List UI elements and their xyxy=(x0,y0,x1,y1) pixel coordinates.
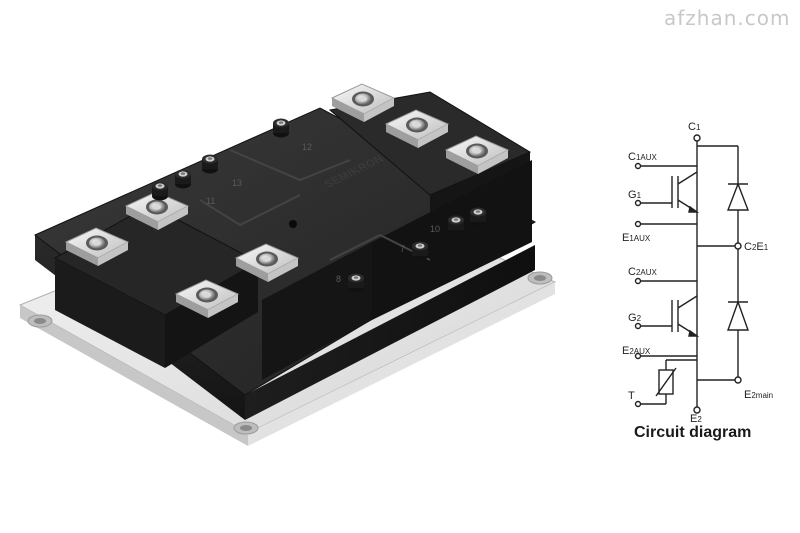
pin-label-t: T xyxy=(628,390,635,402)
pin-label-g2: G2 xyxy=(628,312,642,324)
terminal-number: 10 xyxy=(430,224,440,234)
pin-label-g1: G1 xyxy=(628,189,642,201)
aux-pin xyxy=(152,181,168,201)
igbt-lower xyxy=(638,280,700,357)
aux-pin xyxy=(273,118,289,138)
terminal-number: 11 xyxy=(206,196,215,206)
igbt-upper xyxy=(638,165,700,225)
pin-nodes xyxy=(634,162,642,408)
pin-label-e2aux: E2AUX xyxy=(622,345,651,357)
pin-label-c1: C1 xyxy=(688,121,701,133)
aux-pin xyxy=(202,154,218,174)
terminal-number: 8 xyxy=(336,274,341,284)
pin-label-c2e1: C2E1 xyxy=(744,241,769,253)
pin-label-c2aux: C2AUX xyxy=(628,266,658,278)
aux-pin xyxy=(470,207,486,227)
terminal-number: 7 xyxy=(400,244,405,254)
c2e1-node xyxy=(734,242,742,250)
terminal-number: 13 xyxy=(232,178,242,188)
aux-pin xyxy=(412,241,428,261)
aux-pin xyxy=(448,215,464,235)
pin-label-c1aux: C1AUX xyxy=(628,151,658,163)
e2main-node xyxy=(734,376,742,384)
pin-label-e2main: E2main xyxy=(744,389,773,401)
thermistor xyxy=(638,359,697,405)
pin-label-e1aux: E1AUX xyxy=(622,232,651,244)
circuit-caption: Circuit diagram xyxy=(634,424,752,441)
aux-pin xyxy=(348,273,364,293)
diode-lower xyxy=(727,299,749,331)
aux-pin xyxy=(175,169,191,189)
terminal-numbers: 12 13 11 10 7 8 xyxy=(206,142,440,284)
pin-labels: C1 C1AUX G1 E1AUX C2E1 C2AUX G2 E2AUX T … xyxy=(622,121,773,425)
circuit-diagram xyxy=(634,134,750,414)
diode-upper xyxy=(726,182,750,211)
watermark: afzhan.com xyxy=(664,6,791,30)
pin-label-e2: E2 xyxy=(690,413,702,425)
terminal-number: 12 xyxy=(302,142,312,152)
